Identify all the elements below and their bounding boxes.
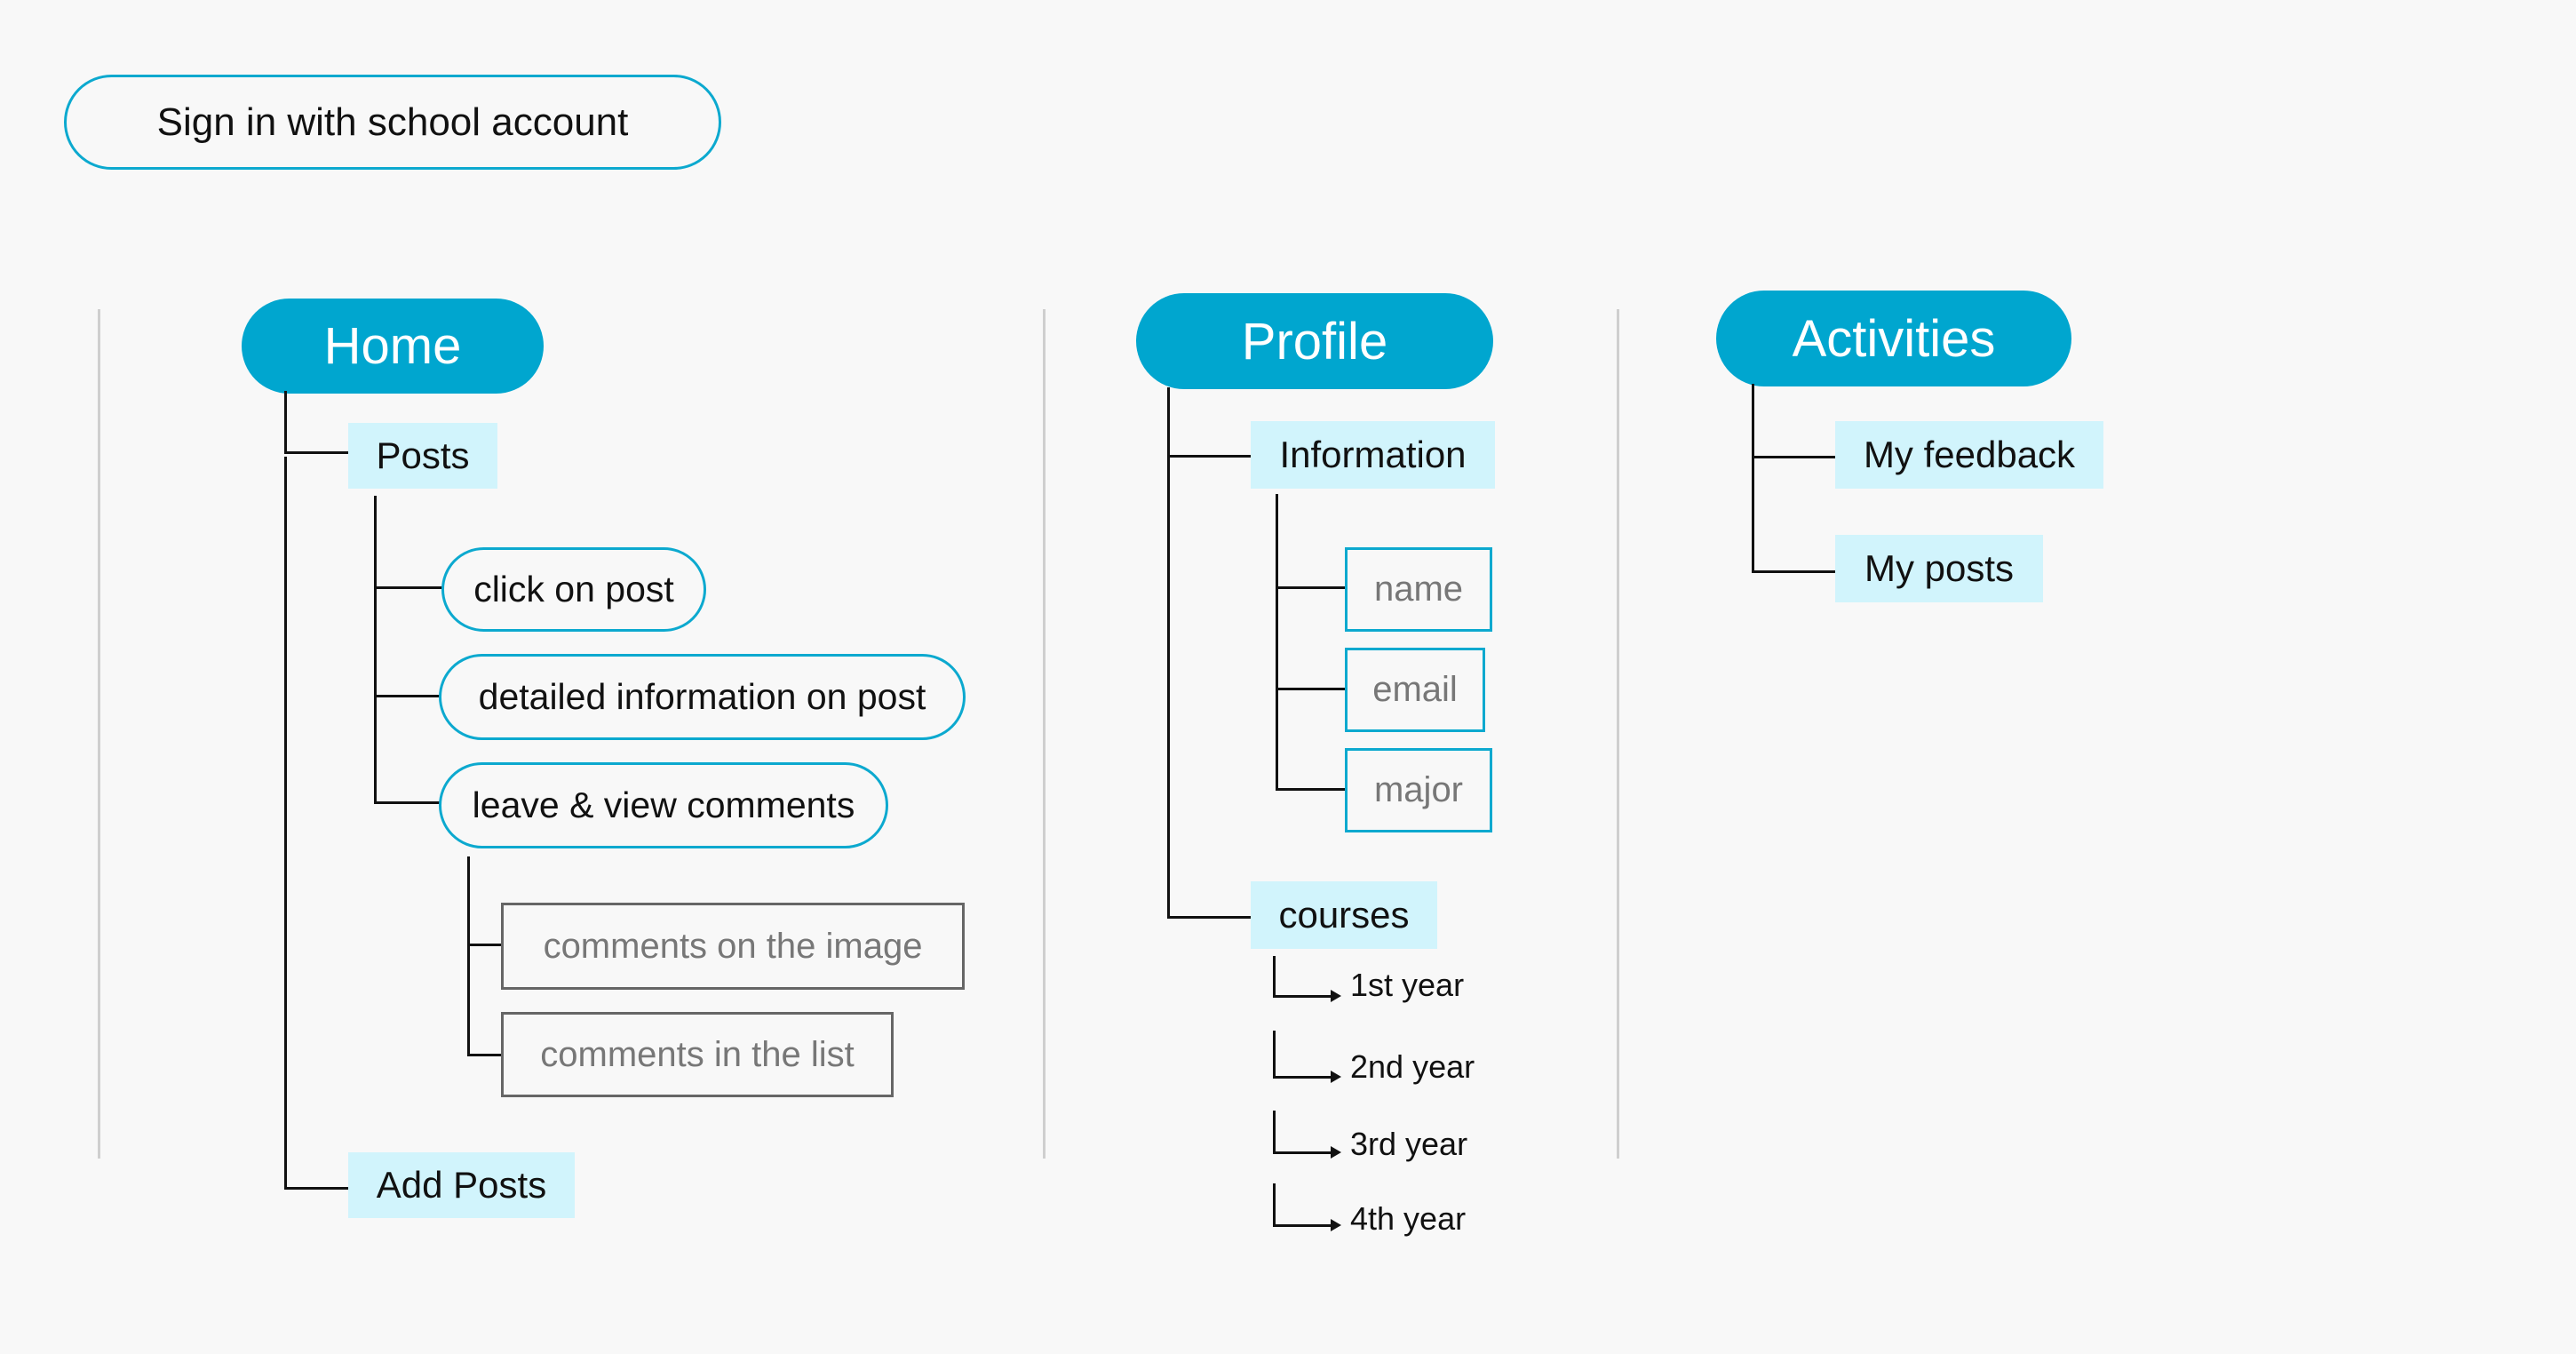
- detailed-information-node[interactable]: detailed information on post: [439, 654, 966, 740]
- connector-line: [1273, 1111, 1276, 1154]
- major-field-node[interactable]: major: [1345, 748, 1492, 832]
- connector-line: [1276, 586, 1347, 589]
- connector-line: [1273, 956, 1276, 997]
- name-field-node[interactable]: name: [1345, 547, 1492, 632]
- connector-line: [1167, 916, 1252, 919]
- connector-line: [1752, 384, 1754, 573]
- year-4-label[interactable]: 4th year: [1350, 1200, 1467, 1237]
- arrow-head-icon: [1331, 1071, 1341, 1083]
- connector-line: [374, 801, 441, 804]
- arrow-head-icon: [1331, 1146, 1341, 1159]
- connector-line: [374, 586, 443, 589]
- connector-line: [284, 391, 287, 453]
- connector-line: [467, 856, 470, 1055]
- information-node[interactable]: Information: [1251, 421, 1495, 489]
- connector-line: [1273, 1183, 1276, 1227]
- courses-node[interactable]: courses: [1251, 881, 1437, 949]
- add-posts-node[interactable]: Add Posts: [348, 1152, 575, 1218]
- connector-line: [1752, 456, 1837, 458]
- arrow-head-icon: [1331, 1219, 1341, 1231]
- year-1-label[interactable]: 1st year: [1350, 967, 1465, 1003]
- connector-line: [284, 457, 287, 1190]
- connector-line: [374, 496, 377, 803]
- connector-line: [1167, 387, 1170, 919]
- connector-line: [1273, 1031, 1276, 1079]
- connector-line: [467, 944, 503, 946]
- comments-on-image-node[interactable]: comments on the image: [501, 903, 965, 990]
- arrow-head-icon: [1331, 990, 1341, 1002]
- year-2-label[interactable]: 2nd year: [1350, 1048, 1475, 1085]
- connector-line: [467, 1054, 503, 1056]
- posts-node[interactable]: Posts: [348, 423, 497, 489]
- arrow-line: [1273, 1224, 1333, 1227]
- my-feedback-node[interactable]: My feedback: [1835, 421, 2103, 489]
- connector-line: [374, 695, 441, 697]
- connector-line: [1276, 494, 1278, 791]
- year-3-label[interactable]: 3rd year: [1350, 1126, 1468, 1162]
- home-node[interactable]: Home: [242, 299, 544, 394]
- column-separator: [98, 309, 100, 1159]
- column-separator: [1617, 309, 1619, 1159]
- leave-view-comments-node[interactable]: leave & view comments: [439, 762, 888, 848]
- activities-node[interactable]: Activities: [1716, 291, 2071, 386]
- column-separator: [1043, 309, 1046, 1159]
- connector-line: [284, 451, 350, 454]
- connector-line: [1167, 455, 1252, 458]
- my-posts-node[interactable]: My posts: [1835, 535, 2043, 602]
- arrow-line: [1273, 1151, 1333, 1154]
- connector-line: [1276, 688, 1347, 690]
- arrow-line: [1273, 1076, 1333, 1079]
- arrow-line: [1273, 995, 1333, 998]
- email-field-node[interactable]: email: [1345, 648, 1485, 732]
- connector-line: [1752, 570, 1837, 573]
- connector-line: [284, 1187, 350, 1190]
- connector-line: [1276, 788, 1347, 791]
- comments-in-list-node[interactable]: comments in the list: [501, 1012, 894, 1097]
- sign-in-button[interactable]: Sign in with school account: [64, 75, 721, 170]
- click-on-post-node[interactable]: click on post: [441, 547, 706, 632]
- profile-node[interactable]: Profile: [1136, 293, 1493, 389]
